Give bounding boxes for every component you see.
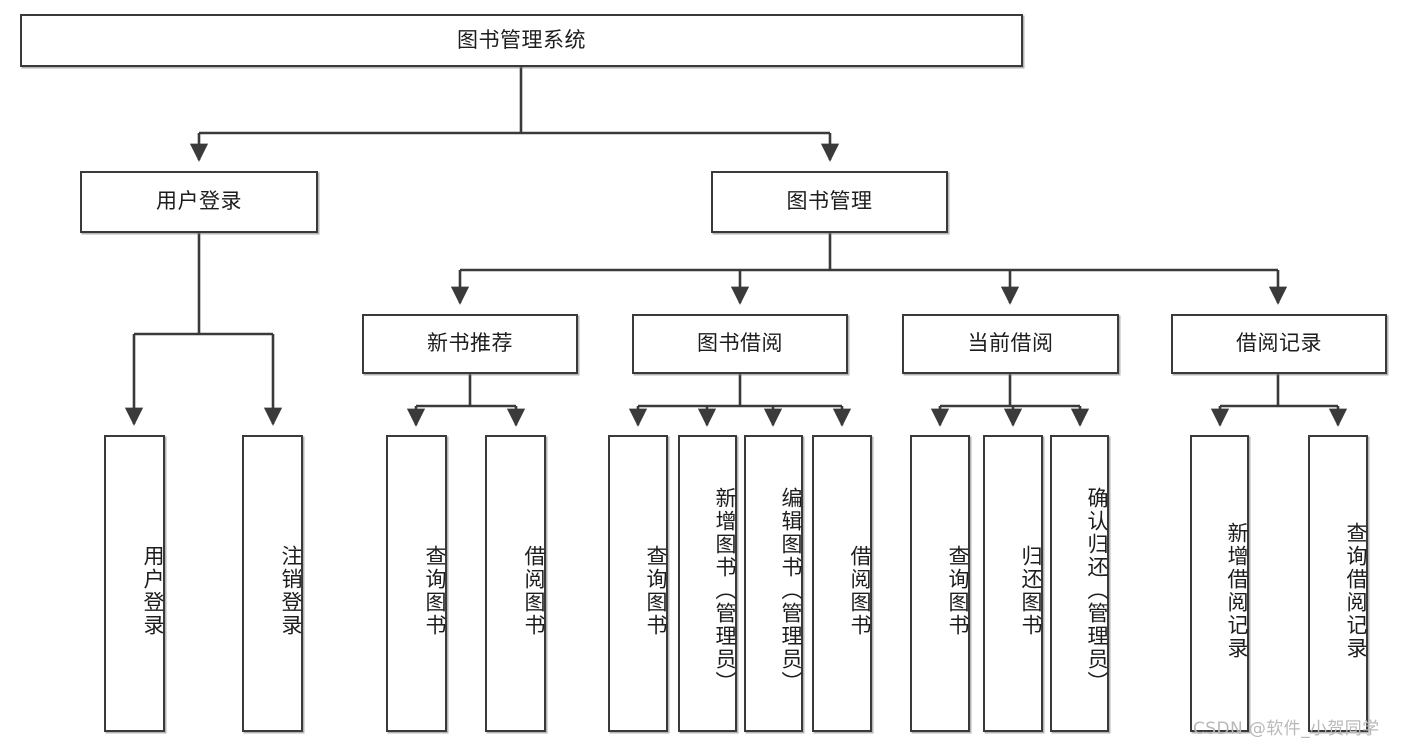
- leaf-add-book[interactable]: 新增图书（管理员）: [678, 435, 737, 732]
- leaf-user-login-label: 用户登录: [141, 544, 165, 637]
- leaf-add-record[interactable]: 新增借阅记录: [1190, 435, 1249, 732]
- leaf-return-book-label: 归还图书: [1019, 544, 1043, 637]
- leaf-borrow-book-1-label: 借阅图书: [522, 544, 546, 637]
- leaf-confirm-return-label: 确认归还（管理员）: [1085, 487, 1109, 694]
- node-book-borrow-label: 图书借阅: [697, 331, 783, 356]
- leaf-query-record[interactable]: 查询借阅记录: [1308, 435, 1368, 732]
- leaf-add-record-label: 新增借阅记录: [1225, 521, 1249, 660]
- node-new-book-rec-label: 新书推荐: [427, 331, 513, 356]
- leaf-return-book[interactable]: 归还图书: [983, 435, 1043, 732]
- leaf-logout-label: 注销登录: [279, 544, 303, 637]
- node-book-manage-label: 图书管理: [786, 189, 873, 214]
- node-new-book-rec[interactable]: 新书推荐: [362, 314, 578, 374]
- leaf-add-book-label: 新增图书（管理员）: [713, 487, 737, 694]
- leaf-query-book-3[interactable]: 查询图书: [910, 435, 970, 732]
- node-root[interactable]: 图书管理系统: [20, 14, 1023, 67]
- node-current-borrow[interactable]: 当前借阅: [902, 314, 1119, 374]
- leaf-query-book-2[interactable]: 查询图书: [608, 435, 668, 732]
- node-root-label: 图书管理系统: [457, 27, 586, 52]
- node-current-borrow-label: 当前借阅: [967, 331, 1054, 356]
- leaf-borrow-book-2[interactable]: 借阅图书: [812, 435, 872, 732]
- node-user-login-label: 用户登录: [156, 189, 242, 214]
- leaf-borrow-book-2-label: 借阅图书: [848, 544, 872, 637]
- leaf-edit-book[interactable]: 编辑图书（管理员）: [744, 435, 803, 732]
- leaf-edit-book-label: 编辑图书（管理员）: [779, 487, 803, 694]
- leaf-query-record-label: 查询借阅记录: [1344, 521, 1368, 660]
- leaf-query-book-2-label: 查询图书: [644, 544, 668, 637]
- leaf-borrow-book-1[interactable]: 借阅图书: [485, 435, 546, 732]
- leaf-user-login[interactable]: 用户登录: [104, 435, 165, 732]
- node-borrow-record-label: 借阅记录: [1236, 331, 1322, 356]
- watermark-text: CSDN @软件_小贺同学: [1193, 719, 1380, 739]
- node-book-borrow[interactable]: 图书借阅: [632, 314, 848, 374]
- leaf-confirm-return[interactable]: 确认归还（管理员）: [1050, 435, 1109, 732]
- node-user-login[interactable]: 用户登录: [80, 171, 318, 233]
- leaf-query-book-3-label: 查询图书: [946, 544, 970, 637]
- node-borrow-record[interactable]: 借阅记录: [1171, 314, 1387, 374]
- leaf-logout[interactable]: 注销登录: [242, 435, 303, 732]
- leaf-query-book-1[interactable]: 查询图书: [386, 435, 447, 732]
- leaf-query-book-1-label: 查询图书: [423, 544, 447, 637]
- node-book-manage[interactable]: 图书管理: [711, 171, 948, 233]
